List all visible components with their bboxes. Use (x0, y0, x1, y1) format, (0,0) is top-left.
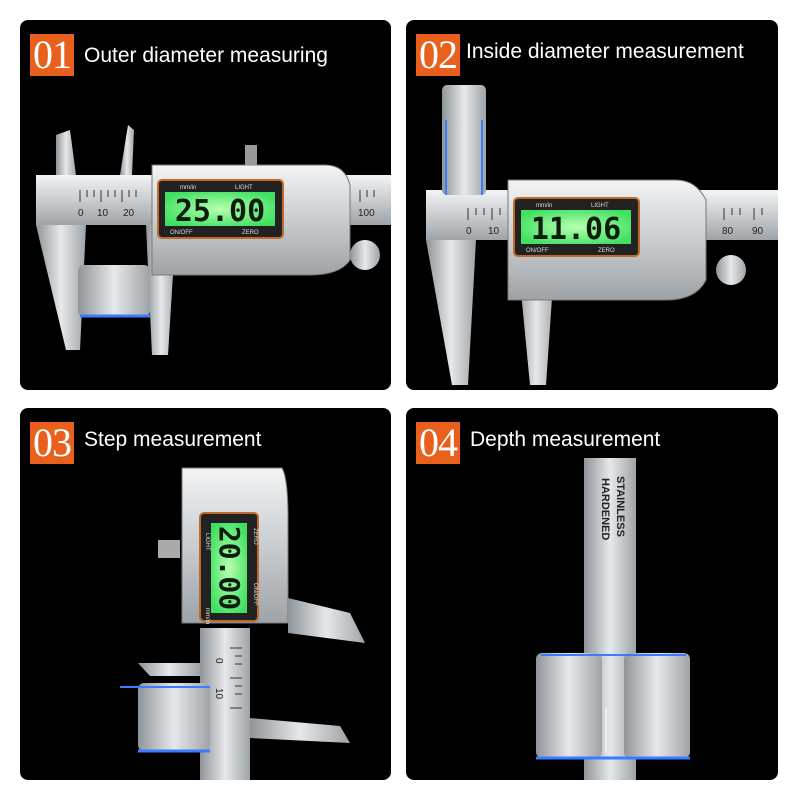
panel-title: Step measurement (84, 428, 262, 451)
engraving-hardened: HARDENED (599, 478, 611, 540)
unit-label: mm/in (536, 203, 552, 209)
step-number-badge: 01 (30, 34, 74, 76)
onoff-label: ON/OFF (526, 248, 549, 254)
lcd-screen (165, 192, 275, 226)
panel-title: Depth measurement (470, 428, 661, 451)
zero-label: ZERO (252, 528, 258, 545)
light-label: LIGHT (235, 185, 253, 191)
scale-tick-label: 10 (97, 208, 109, 219)
panel-title: Inside diameter measurement (466, 40, 744, 63)
scale-tick-label: 10 (213, 688, 224, 700)
lower-jaw (250, 718, 350, 743)
panel-outer-diameter: 25.00 mm/in LIGHT ON/OFF ZERO 0 10 20 10… (20, 20, 391, 390)
lower-jaw-left (426, 240, 476, 385)
zero-label: ZERO (242, 230, 259, 236)
scale-tick-label: 0 (466, 226, 472, 237)
lcd-reading: 25.00 (175, 194, 265, 229)
scale-tick-label: 20 (123, 208, 135, 219)
scale-ticks (230, 647, 242, 709)
engraving-stainless: STAINLESS (614, 476, 626, 537)
caliper-inside-illustration: 11.06 mm/in LIGHT ON/OFF ZERO 0 10 80 90 (426, 85, 778, 385)
unit-label: mm/in (204, 608, 210, 624)
caliper-outer-illustration: 25.00 mm/in LIGHT ON/OFF ZERO 0 10 20 10… (36, 125, 391, 355)
panel-title: Outer diameter measuring (84, 44, 328, 67)
caliper-depth-illustration: STAINLESS HARDENED (536, 458, 690, 780)
panel-inside-diameter: 11.06 mm/in LIGHT ON/OFF ZERO 0 10 80 90… (406, 20, 778, 390)
socket (442, 85, 486, 195)
lcd-screen (521, 210, 631, 244)
socket-right (624, 653, 690, 758)
thumb-screw (158, 540, 180, 558)
upper-jaw-left (56, 130, 76, 175)
lcd-reading: 20.00 (213, 526, 246, 610)
scale-tick-label: 90 (752, 226, 764, 237)
step-number-badge: 04 (416, 422, 460, 464)
socket (138, 683, 210, 751)
scale-tick-label: 0 (78, 208, 84, 219)
thumb-wheel (716, 255, 746, 285)
upper-jaw-right (120, 125, 134, 175)
scale-tick-label: 10 (488, 226, 500, 237)
onoff-label: ON/OFF (252, 583, 258, 606)
onoff-label: ON/OFF (170, 230, 193, 236)
lcd-reading: 11.06 (531, 212, 621, 247)
socket (78, 265, 150, 317)
thumb-wheel (350, 240, 380, 270)
zero-label: ZERO (598, 248, 615, 254)
step-face (138, 663, 200, 676)
unit-label: mm/in (180, 185, 196, 191)
scale-tick-label: 80 (722, 226, 734, 237)
lcd-screen (211, 523, 247, 613)
caliper-step-illustration: 20.00 mm/in LIGHT ON/OFF ZERO 0 10 (120, 467, 365, 780)
socket-left (536, 653, 602, 758)
panel-depth-measurement: STAINLESS HARDENED 04 Depth measurement (406, 408, 778, 780)
scale-ticks (79, 190, 375, 202)
panel-step-measurement: 20.00 mm/in LIGHT ON/OFF ZERO 0 10 03 St… (20, 408, 391, 780)
lower-jaw-left (36, 225, 86, 350)
scale-tick-label: 0 (213, 658, 224, 664)
light-label: LIGHT (591, 203, 609, 209)
step-number-badge: 03 (30, 422, 74, 464)
step-number-badge: 02 (416, 34, 460, 76)
thumb-screw (245, 145, 257, 165)
light-label: LIGHT (204, 533, 210, 551)
scale-ticks (467, 208, 763, 220)
upper-jaw (288, 598, 365, 643)
scale-tick-label: 100 (358, 208, 375, 219)
